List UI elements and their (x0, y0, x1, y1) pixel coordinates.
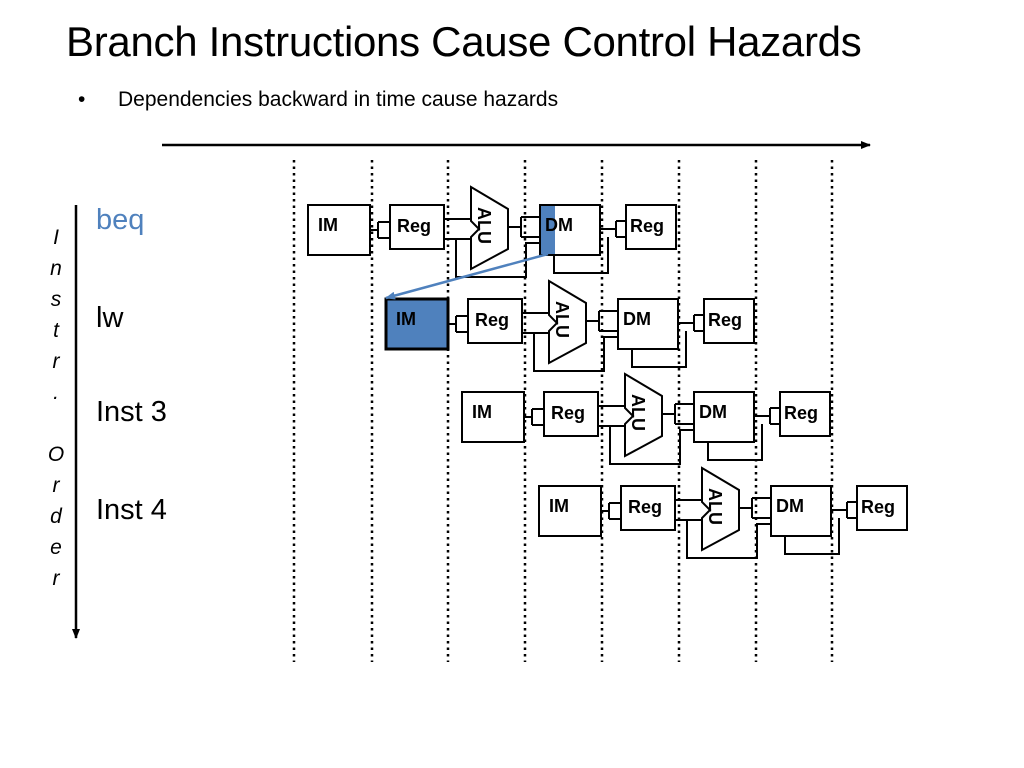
dm-stage-label: DM (699, 402, 727, 422)
im-reg-connector (524, 408, 544, 426)
instruction-label-inst4: Inst 4 (96, 494, 167, 526)
pipeline-row-beq: IM Reg ALU DM Reg (307, 185, 677, 278)
im-stage-label: IM (549, 496, 569, 516)
axis-label-glyph: I (53, 226, 59, 249)
im-reg-connector (448, 315, 468, 333)
axis-label-glyph: O (47, 443, 65, 466)
dm-stage-label: DM (545, 215, 573, 235)
alu-shape (701, 466, 740, 552)
axis-label-glyph: t (53, 319, 59, 342)
axis-label-glyph: n (50, 257, 62, 280)
reg-read-label: Reg (397, 216, 431, 236)
reg-alu-connector (444, 218, 471, 240)
axis-label-glyph: r (52, 567, 60, 590)
dm-stage-label: DM (776, 496, 804, 516)
reg-read-box (389, 204, 445, 250)
bullet-text: Dependencies backward in time cause haza… (118, 88, 559, 111)
reg-write-box (703, 298, 755, 344)
axis-label-glyph: s (50, 288, 62, 311)
im-reg-connector (601, 502, 621, 520)
reg-write-box (625, 204, 677, 250)
bullet-item: • Dependencies backward in time cause haz… (78, 88, 558, 112)
dm-reg-connector (754, 407, 780, 425)
reg-read-box (620, 485, 676, 531)
alu-shape (470, 185, 509, 271)
alu-label: ALU (628, 394, 648, 431)
reg-write-box (779, 391, 831, 437)
alu-shape (548, 279, 587, 365)
dm-bypass-path (784, 518, 840, 555)
reg-read-label: Reg (551, 403, 585, 423)
alu-bypass-path (533, 333, 618, 372)
alu-bypass-path (686, 520, 771, 559)
axis-label-glyph: r (52, 474, 60, 497)
pipeline-row-inst3: IM Reg ALU DM Reg (461, 372, 831, 465)
reg-read-label: Reg (475, 310, 509, 330)
alu-bypass-path (609, 426, 694, 465)
alu-label: ALU (474, 207, 494, 244)
dependency-layer (385, 252, 549, 300)
reg-write-label: Reg (630, 216, 664, 236)
alu-bypass-path (455, 239, 540, 278)
instruction-label-lw: lw (96, 302, 124, 334)
dm-bypass-path (707, 424, 763, 461)
instruction-label-beq: beq (96, 204, 145, 236)
reg-read-box (467, 298, 523, 344)
reg-read-label: Reg (628, 497, 662, 517)
im-stage-label: IM (472, 402, 492, 422)
reg-write-label: Reg (784, 403, 818, 423)
reg-write-label: Reg (708, 310, 742, 330)
alu-dm-connector (739, 497, 771, 519)
alu-label: ALU (705, 488, 725, 525)
dependency-arrow (385, 252, 549, 300)
reg-write-label: Reg (861, 497, 895, 517)
alu-shape (624, 372, 663, 458)
instruction-label-inst3: Inst 3 (96, 396, 167, 428)
im-stage-label: IM (318, 215, 338, 235)
dm-reg-connector (600, 220, 626, 238)
alu-dm-connector (662, 403, 694, 425)
im-reg-connector (370, 221, 390, 239)
im-stage-box (384, 297, 450, 351)
alu-dm-connector (508, 216, 540, 238)
dm-reg-connector (678, 314, 704, 332)
reg-write-box (856, 485, 908, 531)
dm-stage-highlight (541, 206, 555, 254)
dm-stage-box (770, 485, 832, 537)
dm-bypass-path (631, 331, 687, 368)
axis-label-glyph: r (52, 350, 60, 373)
reg-alu-connector (675, 499, 702, 521)
axes-layer (72, 141, 871, 662)
dm-stage-box (617, 298, 679, 350)
slide-title: Branch Instructions Cause Control Hazard… (66, 18, 862, 65)
alu-dm-connector (586, 310, 618, 332)
bullet-dot-icon: • (78, 88, 86, 111)
dm-bypass-path (553, 237, 609, 274)
axis-label-glyph: d (50, 505, 62, 528)
pipeline-row-inst4: IM Reg ALU DM Reg (538, 466, 908, 559)
axis-label-glyph: e (50, 536, 62, 559)
dm-reg-connector (831, 501, 857, 519)
im-stage-label: IM (396, 309, 416, 329)
alu-label: ALU (552, 301, 572, 338)
pipeline-row-lw: IM Reg ALU DM Reg (384, 279, 755, 372)
reg-read-box (543, 391, 599, 437)
axis-label-glyph: . (53, 381, 59, 404)
reg-alu-connector (522, 312, 549, 334)
dm-stage-label: DM (623, 309, 651, 329)
reg-alu-connector (598, 405, 625, 427)
